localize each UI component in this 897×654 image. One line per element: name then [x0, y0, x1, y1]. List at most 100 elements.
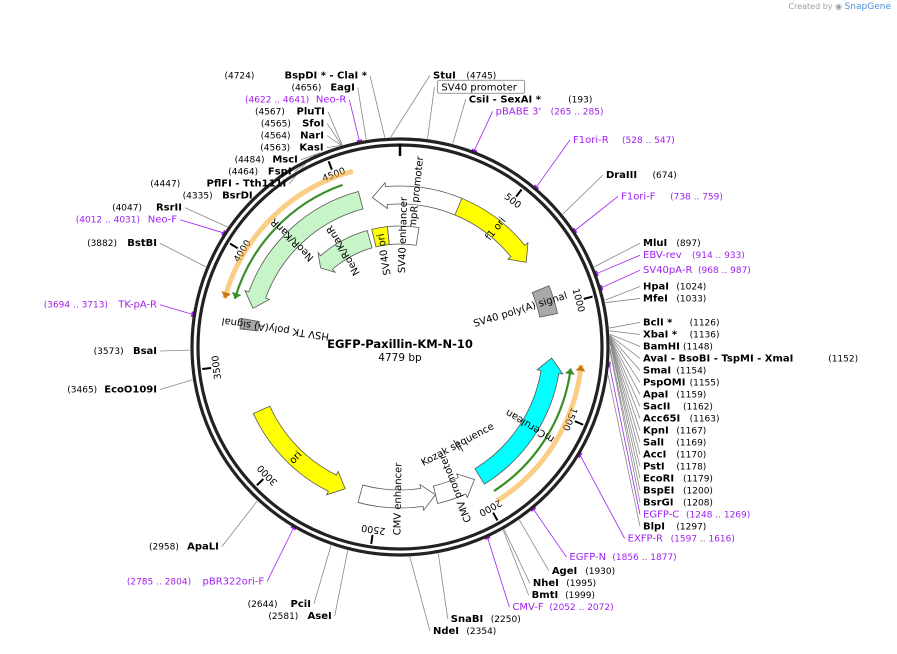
enzyme-label-sacii[interactable]: SacII(1162) — [643, 401, 713, 412]
enzyme-label-sv40-promoter[interactable]: SV40 promoter — [436, 79, 526, 94]
enzyme-label-bsrgi[interactable]: BsrGI(1208) — [643, 497, 713, 508]
enzyme-label-asei[interactable]: AseI(2581) — [268, 611, 331, 622]
reading-frame-0 — [222, 168, 354, 300]
site-name: BsrGI — [643, 497, 673, 508]
leader-f1ori-r — [535, 139, 571, 188]
primer-label-egfp-n[interactable]: EGFP-N(1856 .. 1877) — [569, 552, 676, 563]
site-name: KpnI — [643, 425, 669, 436]
leader-eagi — [357, 87, 367, 140]
leader-apai — [609, 336, 641, 395]
primer-label-pbr322ori-f[interactable]: pBR322ori-F(2785 .. 2804) — [127, 576, 265, 587]
enzyme-label-kpni[interactable]: KpnI(1167) — [643, 425, 706, 436]
primer-label-egfp-c[interactable]: EGFP-C(1248 .. 1269) — [643, 509, 750, 520]
enzyme-label-mlui[interactable]: MluI(897) — [643, 238, 701, 249]
enzyme-label-bspdi-clai[interactable]: BspDI * - ClaI *(4724) — [224, 71, 367, 82]
enzyme-label-nari[interactable]: NarI(4564) — [261, 131, 324, 142]
site-name: BstBI — [127, 238, 157, 249]
enzyme-label-kasi[interactable]: KasI(4563) — [260, 143, 323, 154]
leader-egfp-n — [533, 508, 567, 558]
leader-rsrii — [184, 207, 228, 228]
enzyme-label-acci[interactable]: AccI(1170) — [643, 449, 706, 460]
primer-label-f1ori-r[interactable]: F1ori-R(528 .. 547) — [573, 135, 675, 146]
site-name: BmtI — [532, 590, 559, 601]
primer-label-cmv-f[interactable]: CMV-F(2052 .. 2072) — [512, 602, 613, 613]
leader-bcli — [609, 322, 641, 329]
site-coordinate: (2250) — [491, 615, 521, 625]
enzyme-label-stui[interactable]: StuI(4745) — [433, 70, 496, 81]
enzyme-label-bsrdi[interactable]: BsrDI (4335) — [183, 191, 253, 202]
primer-label-neo-r[interactable]: Neo-R(4622 .. 4641) — [245, 95, 346, 106]
enzyme-label-bspei[interactable]: BspEI(1200) — [643, 485, 713, 496]
site-coordinate: (4464) — [228, 168, 258, 178]
enzyme-label-apali[interactable]: ApaLI(2958) — [149, 541, 219, 552]
primer-label-f1ori-f[interactable]: F1ori-F(738 .. 759) — [621, 191, 723, 202]
plasmid-length: 4779 bp — [378, 352, 422, 364]
site-name: BsaI — [133, 346, 157, 357]
primer-label-neo-f[interactable]: Neo-F(4012 .. 4031) — [76, 215, 178, 226]
leader-msci — [300, 152, 321, 161]
primer-mark-exfp-r — [577, 452, 583, 459]
enzyme-label-smai[interactable]: SmaI(1154) — [643, 365, 706, 376]
enzyme-label-pcii[interactable]: PciI(2644) — [248, 599, 311, 610]
enzyme-label-ecori[interactable]: EcoRI(1179) — [643, 473, 713, 484]
enzyme-label-msci[interactable]: MscI(4484) — [235, 155, 298, 166]
leader-neo-r — [348, 99, 360, 142]
site-coordinate: (968 .. 987) — [698, 266, 751, 276]
enzyme-label-rsrii[interactable]: RsrII(4047) — [112, 203, 182, 214]
site-name: BsrDI — [222, 191, 253, 202]
enzyme-label-pluti[interactable]: PluTI(4567) — [255, 107, 325, 118]
enzyme-label-eagi[interactable]: EagI(4656) — [291, 83, 354, 94]
enzyme-label-bcli[interactable]: BclI *(1126) — [643, 317, 720, 328]
enzyme-label-hpai[interactable]: HpaI(1024) — [643, 281, 706, 292]
leader-acci — [609, 340, 641, 455]
plasmid-name: EGFP-Paxillin-KM-N-10 — [327, 337, 473, 351]
primer-label-ebv-rev[interactable]: EBV-rev(914 .. 933) — [643, 250, 745, 261]
enzyme-label-pspomi[interactable]: PspOMI(1155) — [643, 377, 720, 388]
site-name: EagI — [330, 83, 354, 94]
enzyme-label-xbai[interactable]: XbaI *(1136) — [643, 329, 720, 340]
enzyme-label-bamhi[interactable]: BamHI(1148) — [643, 341, 713, 352]
site-name: F1ori-F — [621, 191, 656, 202]
enzyme-label-ndei[interactable]: NdeI(2354) — [433, 626, 496, 637]
enzyme-label-snabi[interactable]: SnaBI(2250) — [451, 614, 521, 625]
leader-bsai — [159, 349, 191, 352]
leader-mlui — [593, 242, 641, 268]
site-name: PspOMI — [643, 377, 685, 388]
tick-label-1000: 1000 — [570, 287, 587, 313]
site-coordinate: (4335) — [183, 192, 213, 202]
enzyme-label-nhei[interactable]: NheI(1995) — [533, 578, 596, 589]
primer-mark-neo-f — [221, 229, 227, 236]
leader-f1ori-f — [574, 195, 619, 231]
enzyme-label-acc65i[interactable]: Acc65I(1163) — [643, 413, 720, 424]
enzyme-label-avai-bsobi-tspmi-xmai[interactable]: AvaI - BsoBI - TspMI - XmaI(1152) — [643, 353, 858, 364]
enzyme-label-psti[interactable]: PstI(1178) — [643, 461, 706, 472]
site-coordinate: (2354) — [466, 627, 496, 637]
primer-label-pbabe-3[interactable]: pBABE 3'(265 .. 285) — [496, 106, 604, 117]
enzyme-label-bstbi[interactable]: BstBI(3882) — [87, 238, 157, 249]
leader-agei — [518, 519, 550, 572]
primer-label-tk-pa-r[interactable]: TK-pA-R(3694 .. 3713) — [44, 300, 157, 311]
site-name: F1ori-R — [573, 135, 609, 146]
primer-label-sv40pa-r[interactable]: SV40pA-R(968 .. 987) — [643, 265, 751, 276]
reading-frame-2 — [496, 364, 584, 503]
enzyme-label-pflfi-tth111i[interactable]: PflFI - Tth111I(4447) — [150, 179, 286, 190]
enzyme-label-bmti[interactable]: BmtI (1999) — [532, 590, 595, 601]
site-name: BamHI — [643, 341, 680, 352]
enzyme-label-bsai[interactable]: BsaI(3573) — [94, 346, 157, 357]
site-coordinate: (1999) — [565, 591, 595, 601]
enzyme-label-agei[interactable]: AgeI(1930) — [552, 566, 615, 577]
enzyme-label-draiii[interactable]: DraIII(674) — [606, 170, 677, 181]
enzyme-label-apai[interactable]: ApaI(1159) — [643, 389, 706, 400]
feature-hsv-tk-poly-a-signal — [239, 317, 260, 332]
leader-pluti — [327, 111, 343, 146]
site-name: BspEI — [643, 485, 674, 496]
primer-label-exfp-r[interactable]: EXFP-R(1597 .. 1616) — [628, 533, 735, 544]
enzyme-label-sfoi[interactable]: SfoI(4565) — [261, 119, 324, 130]
enzyme-label-mfei[interactable]: MfeI(1033) — [643, 293, 706, 304]
enzyme-label-blpi[interactable]: BlpI(1297) — [643, 521, 706, 532]
enzyme-label-csii-sexai[interactable]: CsiI - SexAI *(193) — [469, 94, 593, 105]
enzyme-label-sali[interactable]: SalI(1169) — [643, 437, 706, 448]
leader-xbai — [609, 330, 641, 335]
enzyme-label-fspi[interactable]: FspI(4464) — [228, 167, 291, 178]
enzyme-label-ecoo109i[interactable]: EcoO109I(3465) — [67, 384, 157, 395]
